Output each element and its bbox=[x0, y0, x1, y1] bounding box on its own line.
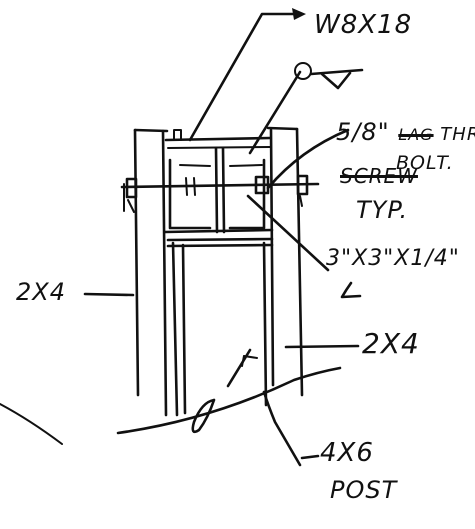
bolt-note-line1: 5/8" LAG THRU bbox=[336, 120, 475, 144]
right-stud-label: 2X4 bbox=[362, 327, 420, 360]
right-2x4-stud bbox=[266, 126, 304, 397]
post-label-size: 4X6 bbox=[320, 438, 374, 468]
4x6-post bbox=[171, 241, 268, 417]
post-leader bbox=[226, 348, 320, 467]
bolt-struck-word-1: LAG bbox=[398, 125, 434, 144]
beam-leader bbox=[188, 12, 298, 142]
left-stud-leader bbox=[83, 292, 135, 297]
left-2x4-stud bbox=[133, 128, 169, 417]
post-label-word: POST bbox=[330, 476, 398, 504]
through-bolt bbox=[120, 174, 320, 213]
bolt-leader bbox=[266, 128, 350, 190]
bolt-note-line4: TYP. bbox=[356, 196, 409, 224]
bolt-size: 5/8" bbox=[336, 118, 399, 146]
angle-label: 3"X3"X1/4" bbox=[326, 246, 460, 271]
bolt-type: THRU bbox=[440, 124, 475, 145]
angle-symbol: L bbox=[340, 276, 342, 277]
right-stud-leader bbox=[284, 344, 360, 349]
beam-leader-arrowhead bbox=[292, 8, 306, 20]
angle-leader bbox=[246, 194, 330, 272]
bolt-note-line2: BOLT. bbox=[396, 152, 454, 174]
bolt-struck-word-2: SCREW bbox=[340, 164, 418, 188]
w8x18-beam bbox=[163, 129, 274, 248]
left-stud-label: 2X4 bbox=[16, 278, 66, 306]
angle-clips bbox=[168, 158, 266, 230]
break-line bbox=[0, 366, 342, 445]
beam-label: W8X18 bbox=[314, 10, 413, 40]
angle-symbol-mark bbox=[340, 281, 362, 299]
